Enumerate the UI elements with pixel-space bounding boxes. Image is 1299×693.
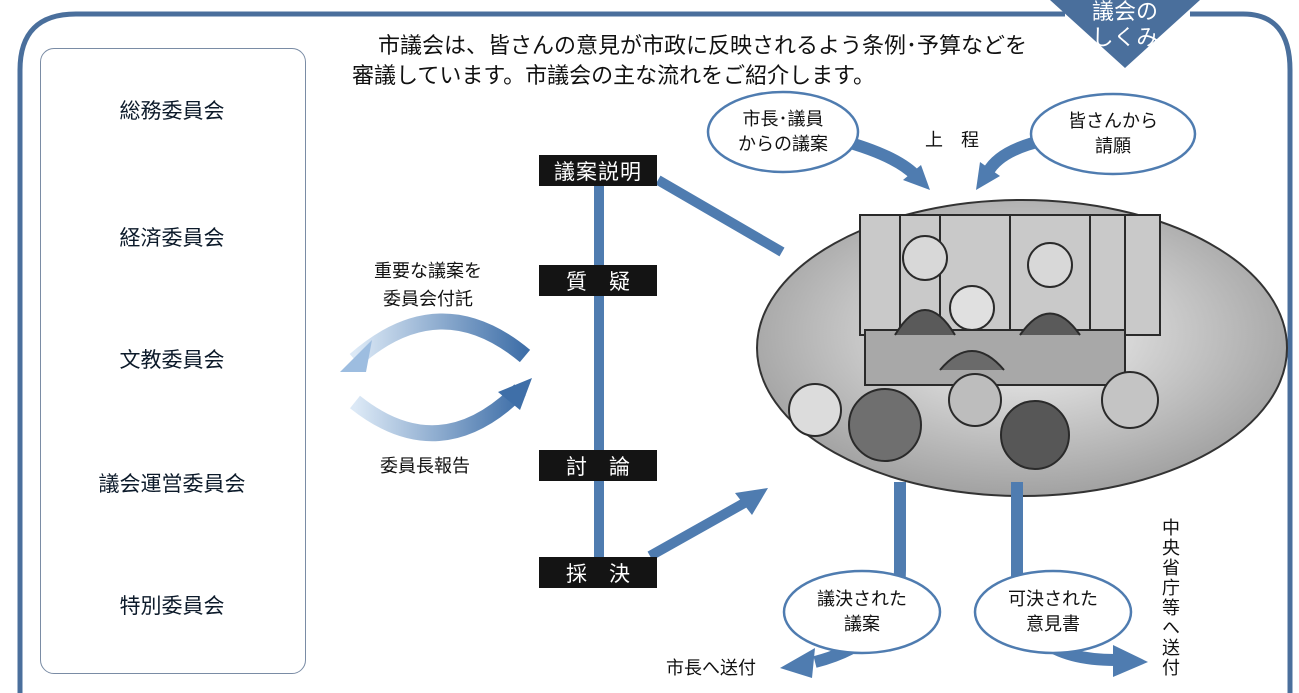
intro-text: 市議会は、皆さんの意見が市政に反映されるよう条例･予算などを 審議しています。市… [352, 32, 1052, 92]
committee-education: 文教委員会 [119, 348, 225, 372]
step-vote: 採決 [539, 557, 657, 588]
badge-line-2: しくみ [1091, 26, 1159, 51]
report-label: 委員長報告 [380, 456, 470, 477]
to-ministries-label: 中央省庁等へ送付 [1159, 518, 1180, 678]
step-explanation: 議案説明 [539, 155, 657, 186]
to-mayor-label: 市長へ送付 [666, 658, 756, 679]
committee-management: 議会運営委員会 [98, 472, 246, 496]
committee-general-affairs: 総務委員会 [119, 99, 225, 123]
report-arrow [350, 384, 526, 442]
badge-shape [1050, 0, 1200, 68]
intro-line-2: 審議しています。市議会の主な流れをご紹介します。 [352, 64, 875, 89]
referral-label: 重要な議案を 委員会付託 [374, 261, 482, 310]
vote-arrow [647, 492, 758, 561]
committee-special: 特別委員会 [119, 594, 225, 618]
referral-arrow [349, 313, 531, 367]
scene-illustration [788, 214, 1161, 470]
petitions-text: 皆さんから請願 [1068, 111, 1158, 157]
mayor-bills-text: 市長･議員からの議案 [738, 109, 828, 155]
mayor-bills-bubble [706, 90, 860, 174]
outer-frame [17, 11, 1293, 693]
opinion-bubble [973, 569, 1133, 655]
resolved-bubble [782, 569, 942, 655]
committee-panel [40, 48, 306, 674]
resolved-text: 議決された議案 [817, 589, 907, 635]
committee-economy: 経済委員会 [119, 226, 225, 250]
intro-line-1: 市議会は、皆さんの意見が市政に反映されるよう条例･予算などを [378, 34, 1028, 59]
step-questions: 質疑 [539, 265, 657, 296]
step-debate: 討論 [539, 450, 657, 481]
submission-label: 上 程 [925, 130, 979, 151]
badge-line-1: 議会の [1091, 0, 1158, 25]
petitions-bubble [1029, 92, 1197, 176]
badge-title: 議会の しくみ [1062, 0, 1188, 52]
opinion-text: 可決された意見書 [1008, 589, 1098, 635]
